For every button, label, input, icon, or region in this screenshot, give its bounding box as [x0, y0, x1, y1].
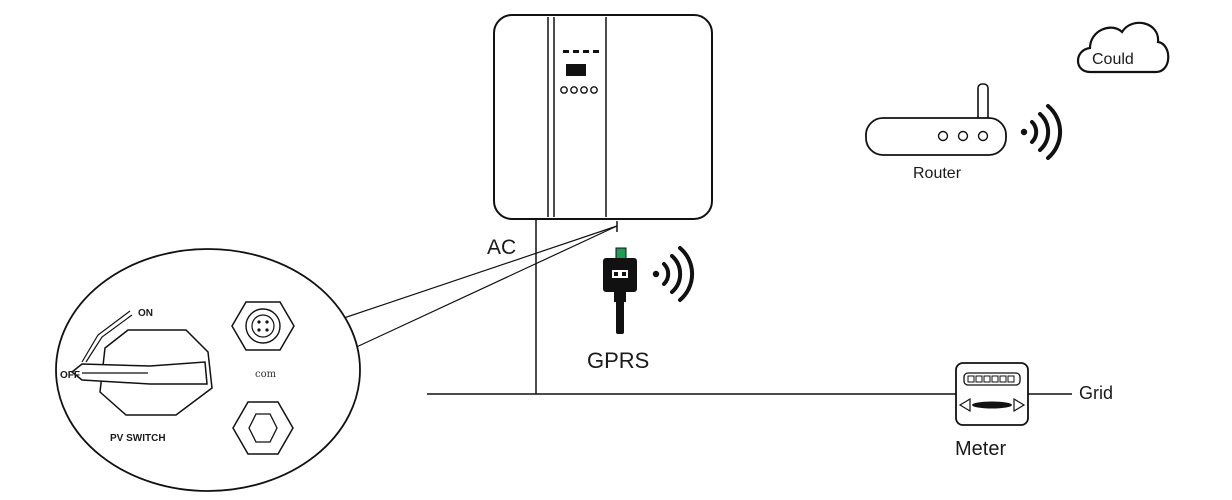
zoom-lines	[331, 221, 618, 351]
grid-label: Grid	[1079, 383, 1113, 403]
switch-on-label: ON	[138, 308, 153, 319]
gprs-label: GPRS	[587, 348, 649, 373]
inverter-buttons	[560, 86, 598, 94]
cloud-icon	[1076, 21, 1170, 74]
meter-label: Meter	[955, 438, 1006, 460]
com-port-icon	[231, 301, 295, 351]
rotary-switch-icon	[70, 310, 213, 416]
router-label: Router	[913, 165, 962, 182]
pv-switch-label: PV SWITCH	[110, 433, 166, 444]
wifi-signal-icon	[652, 246, 695, 302]
inverter-display	[566, 64, 586, 76]
inverter-icon	[493, 14, 713, 220]
router-wifi-signal-icon	[1020, 104, 1063, 160]
gprs-dongle-icon	[603, 247, 637, 334]
router-icon	[865, 83, 1007, 156]
detail-callout: ON OFF PV SWITCH com	[55, 248, 361, 492]
inverter-status-leds	[563, 50, 599, 53]
cloud-label: Could	[1092, 51, 1134, 68]
meter-icon	[955, 362, 1029, 426]
ac-label: AC	[487, 236, 516, 259]
hex-port-icon	[232, 401, 294, 455]
ac-wiring	[427, 219, 958, 395]
com-label: com	[255, 369, 277, 380]
switch-off-label: OFF	[60, 370, 80, 381]
